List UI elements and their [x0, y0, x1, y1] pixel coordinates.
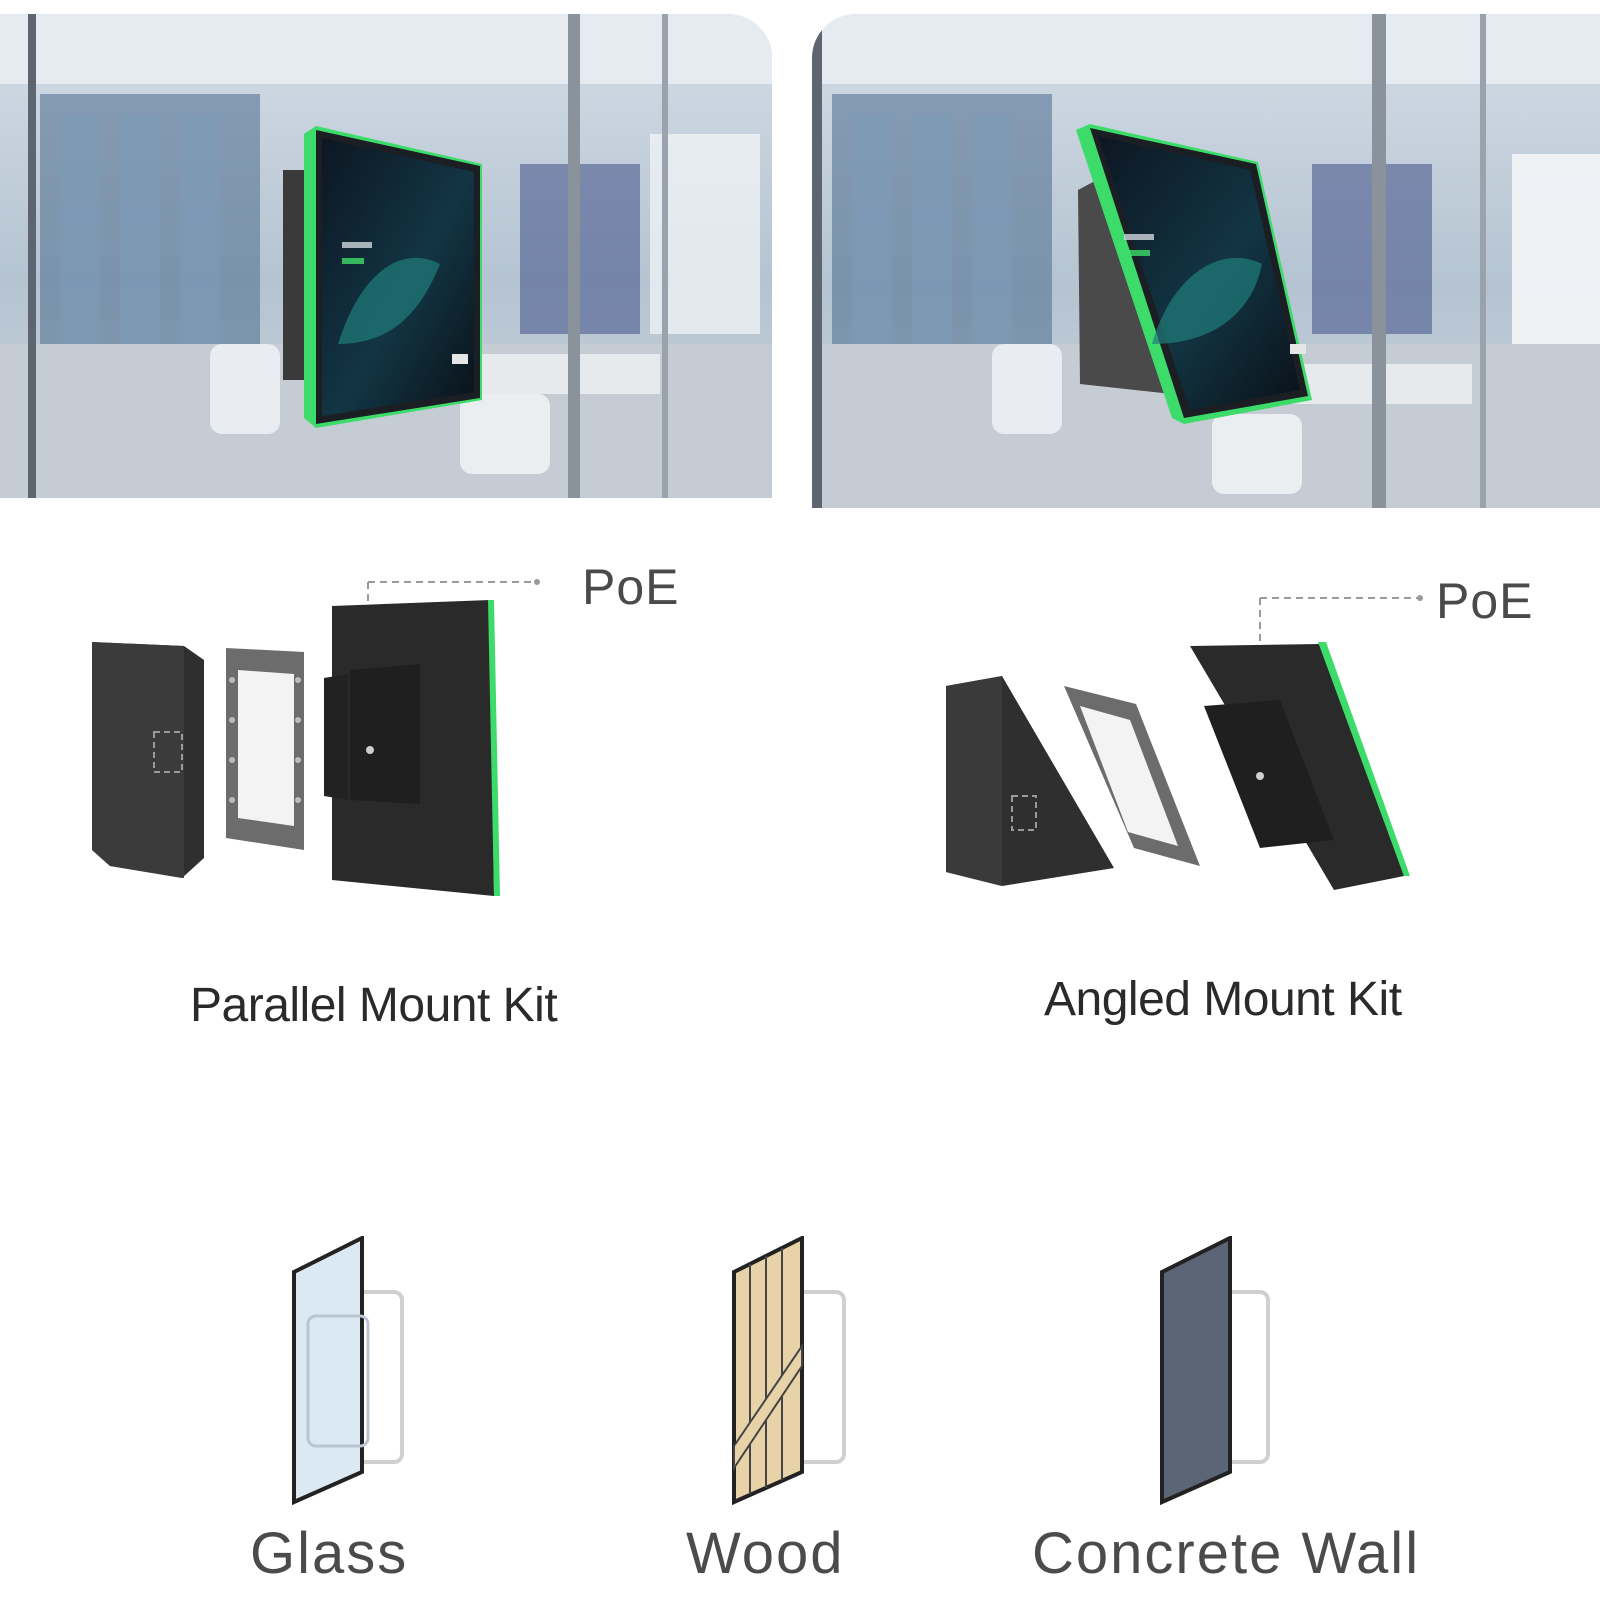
angled-poe-label: PoE	[1436, 573, 1534, 629]
parallel-mount-kit-illustration	[80, 560, 640, 920]
angled-mount-photo	[812, 14, 1600, 508]
glass-surface-icon	[280, 1234, 410, 1506]
angled-mount-kit-label: Angled Mount Kit	[1044, 973, 1402, 1026]
parallel-mount-kit-label: Parallel Mount Kit	[190, 979, 558, 1032]
concrete-wall-label: Concrete Wall	[1032, 1521, 1421, 1586]
parallel-poe-label: PoE	[582, 559, 680, 615]
wood-label: Wood	[686, 1521, 845, 1586]
wood-surface-icon	[720, 1234, 850, 1506]
glass-label: Glass	[250, 1521, 409, 1586]
concrete-wall-surface-icon	[1148, 1234, 1278, 1506]
angled-mount-kit-illustration	[940, 576, 1440, 916]
parallel-mount-photo	[0, 14, 772, 498]
